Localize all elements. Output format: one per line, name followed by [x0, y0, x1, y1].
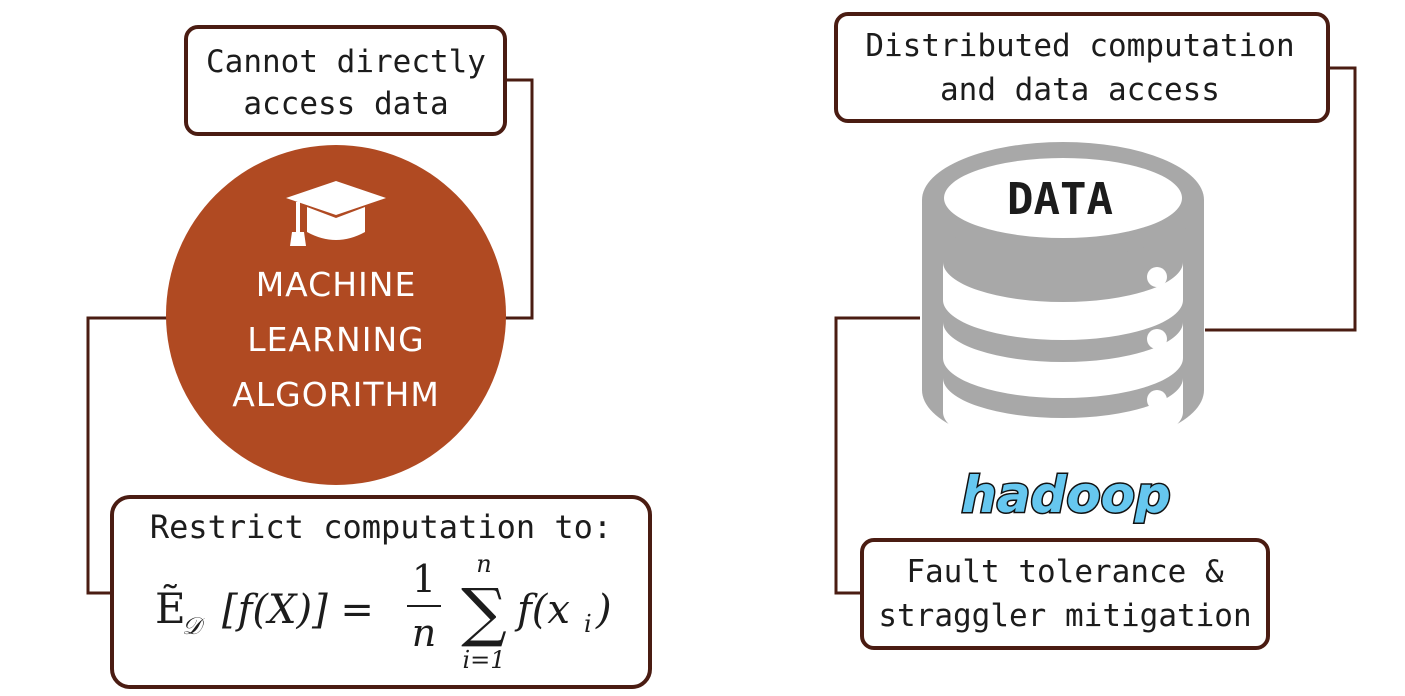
formula-rhs-close: ) [595, 587, 612, 633]
note-cannot-access-data: Cannot directly access data [184, 25, 507, 136]
formula-sum-lower: i=1 [462, 646, 505, 674]
circle-label-line-3: ALGORITHM [232, 375, 440, 414]
connector-database-to-bottom-note [834, 316, 920, 595]
formula-rhs: f(x [514, 587, 570, 633]
note-line-2: access data [243, 86, 448, 122]
note-fault-tolerance: Fault tolerance & straggler mitigation [860, 538, 1270, 650]
note-line-1: Fault tolerance & [906, 554, 1224, 590]
note-line-1: Distributed computation [865, 28, 1294, 64]
note-line-2: and data access [940, 72, 1220, 108]
circle-label-line-2: LEARNING [247, 320, 424, 359]
formula-lhs: Ẽ [155, 583, 186, 633]
formula-sum-upper: n [476, 550, 491, 578]
empirical-expectation-formula: Ẽ 𝒟 [f(X)] = 1 n n ∑ i=1 f(x i ) [155, 550, 612, 674]
formula-frac-den: n [412, 611, 436, 655]
note-line-2: straggler mitigation [878, 598, 1251, 634]
database-icon: DATA [922, 142, 1204, 452]
note-restrict-computation: Restrict computation to: Ẽ 𝒟 [f(X)] = 1 … [110, 495, 652, 689]
connector-top-note-to-circle [505, 78, 534, 320]
hadoop-logo-text: hadoop [961, 466, 1171, 524]
formula-rhs-sub: i [584, 610, 592, 638]
formula-lhs-arg: [f(X)] = [222, 587, 374, 633]
formula-sum-symbol: ∑ [461, 576, 507, 650]
connector-top-note-to-database [1205, 66, 1357, 332]
note-line-1: Cannot directly [206, 44, 486, 80]
ml-algorithm-circle: MACHINE LEARNING ALGORITHM [166, 145, 506, 485]
connector-circle-to-bottom-note [86, 316, 170, 595]
database-label: DATA [1007, 174, 1113, 225]
note-distributed-computation: Distributed computation and data access [834, 12, 1330, 123]
restrict-text: Restrict computation to: [150, 508, 612, 546]
graduation-cap-icon [286, 181, 386, 246]
hadoop-logo: hadoop [960, 465, 1173, 526]
formula-frac-num: 1 [412, 557, 436, 601]
circle-label-line-1: MACHINE [256, 265, 417, 304]
